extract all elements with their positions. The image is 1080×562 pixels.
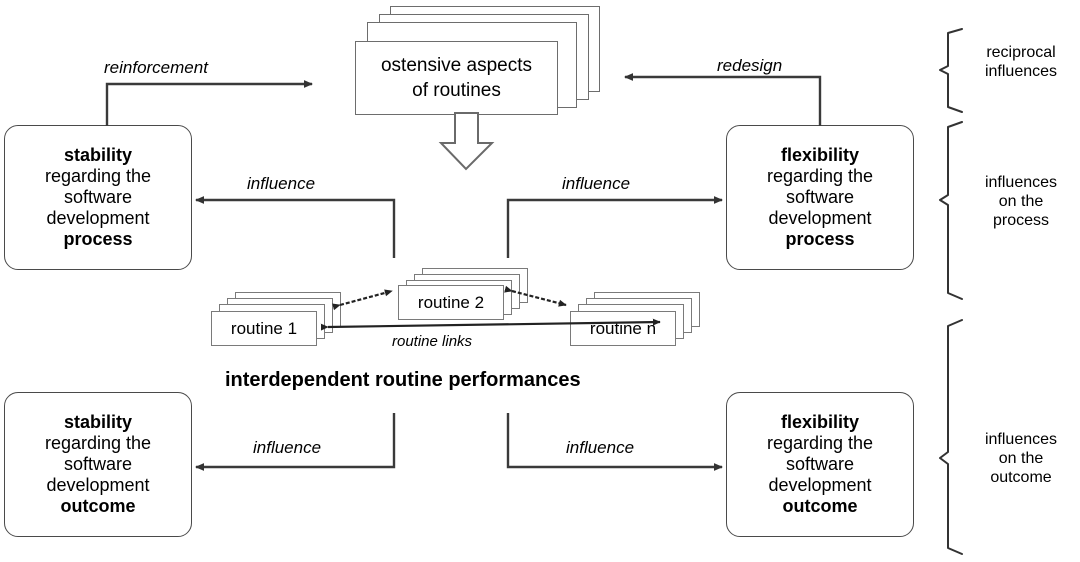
box-flexibility-outcome-subject: outcome	[782, 496, 858, 516]
brace-reciprocal	[939, 28, 963, 113]
arrow-influence-process-left	[195, 196, 396, 258]
box-stability-process[interactable]: stability regarding the software develop…	[4, 125, 192, 270]
routine-n-box[interactable]: routine n	[570, 311, 676, 346]
section-label-reciprocal-influences: reciprocal influences	[965, 43, 1077, 81]
box-stability-outcome-line1: regarding the	[44, 433, 152, 453]
box-flexibility-outcome-title: flexibility	[780, 412, 860, 432]
box-stability-process-line1: regarding the	[44, 166, 152, 186]
box-stability-process-title: stability	[63, 145, 133, 165]
box-flexibility-process-line3: development	[768, 208, 872, 228]
section-process-line1: influences	[984, 174, 1058, 191]
ostensive-aspects-box[interactable]: ostensive aspects of routines	[355, 41, 558, 115]
block-arrow-down	[438, 112, 495, 171]
section-label-influences-on-the-process: influences on the process	[965, 173, 1077, 230]
section-reciprocal-line2: influences	[984, 63, 1058, 80]
label-routine-links: routine links	[392, 333, 473, 350]
section-reciprocal-line1: reciprocal	[986, 44, 1056, 61]
label-redesign: redesign	[717, 56, 783, 75]
section-process-line3: process	[992, 212, 1050, 229]
arrow-redesign	[624, 73, 822, 126]
box-stability-process-line2: software	[63, 187, 133, 207]
section-outcome-line3: outcome	[990, 469, 1052, 486]
routine-2-label: routine 2	[417, 292, 485, 312]
box-flexibility-process-title: flexibility	[780, 145, 860, 165]
box-flexibility-process[interactable]: flexibility regarding the software devel…	[726, 125, 914, 270]
section-outcome-line2: on the	[998, 450, 1044, 467]
brace-outcome	[939, 319, 963, 555]
box-flexibility-outcome-line2: software	[785, 454, 855, 474]
routine-2-box[interactable]: routine 2	[398, 285, 504, 320]
box-stability-outcome-subject: outcome	[60, 496, 136, 516]
box-stability-process-subject: process	[63, 229, 133, 249]
section-outcome-line1: influences	[984, 431, 1058, 448]
box-stability-outcome-title: stability	[63, 412, 133, 432]
label-influence-process-right: influence	[562, 174, 631, 193]
arrow-influence-process-right	[506, 196, 723, 258]
box-flexibility-process-subject: process	[785, 229, 855, 249]
routine-n-label: routine n	[589, 318, 657, 338]
interdependent-routine-performances-title: interdependent routine performances	[225, 369, 581, 391]
ostensive-line-2: of routines	[412, 80, 501, 101]
box-flexibility-process-line2: software	[785, 187, 855, 207]
ostensive-line-1: ostensive aspects	[380, 55, 533, 76]
box-stability-process-line3: development	[46, 208, 150, 228]
label-influence-process-left: influence	[247, 174, 316, 193]
arrow-reinforcement	[105, 80, 313, 126]
label-influence-outcome-right: influence	[566, 438, 635, 457]
routine-1-box[interactable]: routine 1	[211, 311, 317, 346]
label-reinforcement: reinforcement	[104, 58, 208, 77]
routine-1-label: routine 1	[230, 318, 298, 338]
section-process-line2: on the	[998, 193, 1044, 210]
box-stability-outcome[interactable]: stability regarding the software develop…	[4, 392, 192, 537]
box-flexibility-process-line1: regarding the	[766, 166, 874, 186]
box-flexibility-outcome[interactable]: flexibility regarding the software devel…	[726, 392, 914, 537]
section-label-influences-on-the-outcome: influences on the outcome	[965, 430, 1077, 487]
box-flexibility-outcome-line3: development	[768, 475, 872, 495]
box-flexibility-outcome-line1: regarding the	[766, 433, 874, 453]
box-stability-outcome-line2: software	[63, 454, 133, 474]
arrow-link-r1-r2	[332, 289, 393, 311]
box-stability-outcome-line3: development	[46, 475, 150, 495]
brace-process	[939, 121, 963, 300]
label-influence-outcome-left: influence	[253, 438, 322, 457]
